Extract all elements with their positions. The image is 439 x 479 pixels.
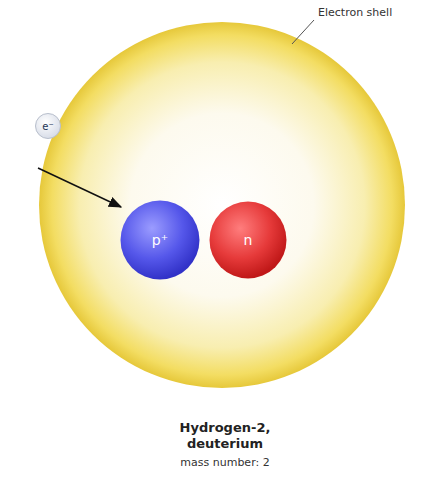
proton-particle: p⁺	[120, 200, 200, 280]
neutron-outline	[210, 202, 287, 279]
electron-shell	[39, 22, 405, 388]
shell-label: Electron shell	[318, 6, 392, 19]
leader-line	[292, 20, 314, 44]
electron-symbol: e⁻	[42, 121, 53, 132]
neutron-symbol: n	[244, 232, 253, 248]
caption: Hydrogen-2, deuterium	[169, 420, 281, 452]
electron-particle: e⁻	[35, 113, 61, 139]
proton-outline	[121, 201, 200, 280]
proton-symbol: p⁺	[152, 232, 168, 248]
pointer-arrow	[38, 168, 121, 207]
electron-outline	[36, 114, 61, 139]
neutron-particle: n	[209, 201, 287, 279]
mass-number: mass number: 2	[180, 456, 269, 469]
